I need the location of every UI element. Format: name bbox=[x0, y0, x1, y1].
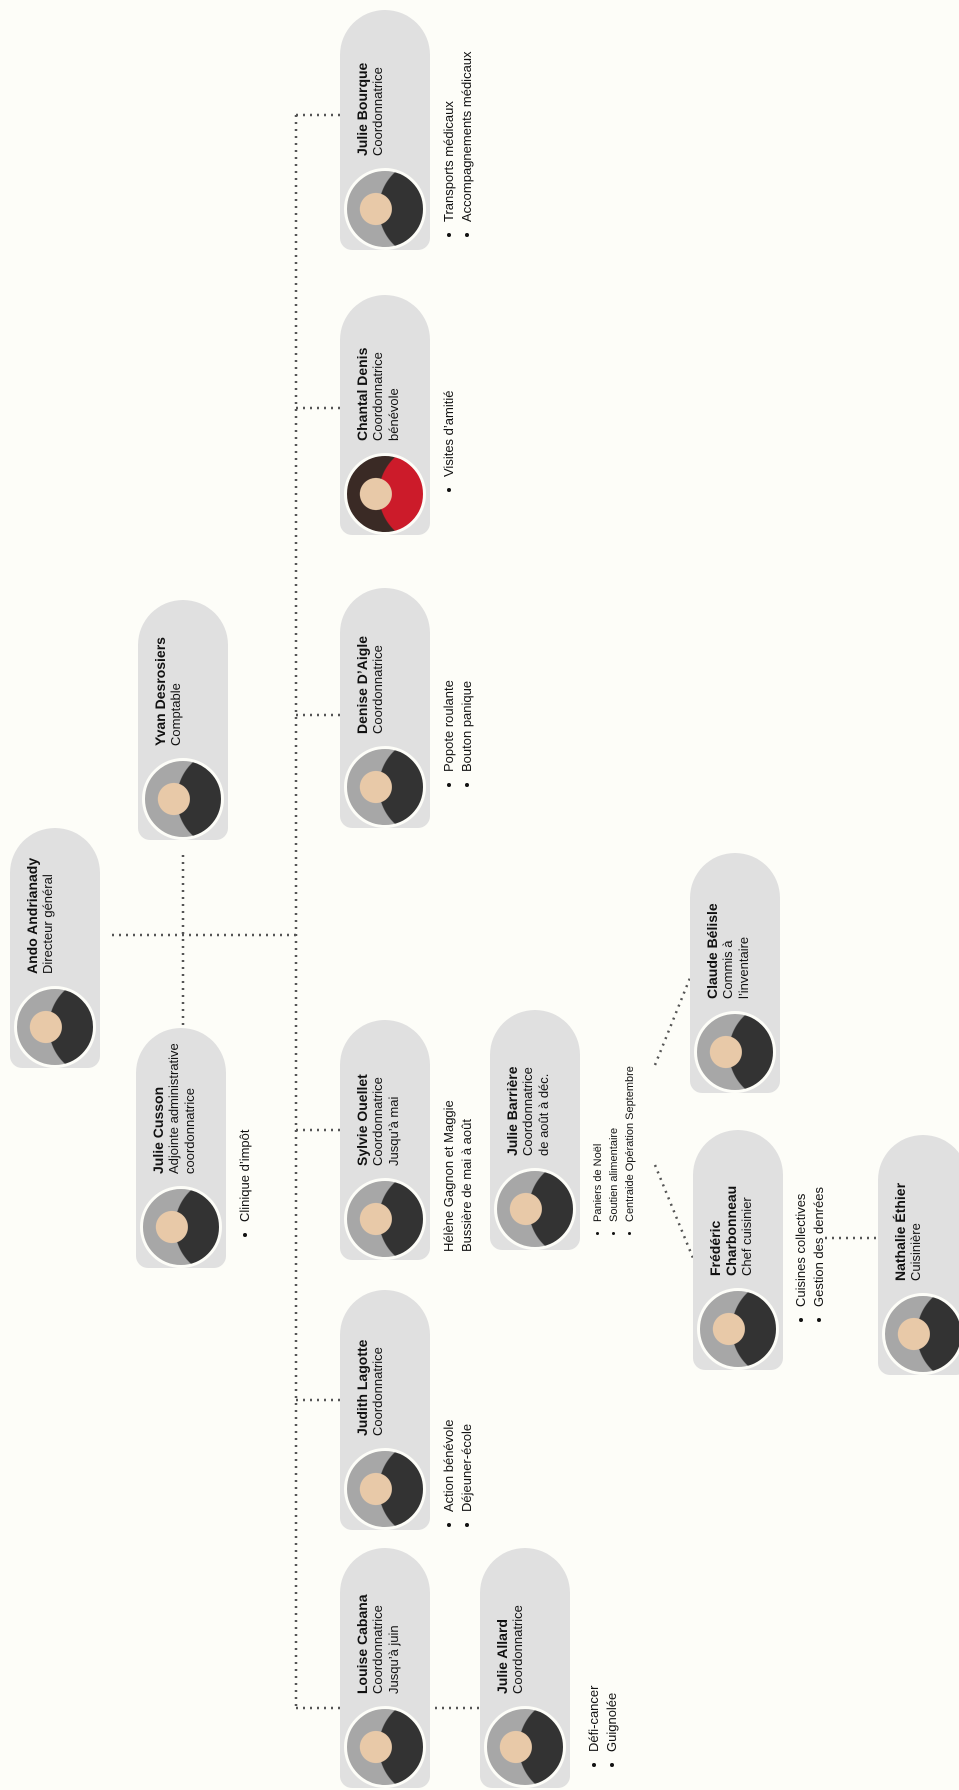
avatar bbox=[142, 758, 224, 840]
person-role: Coordonnatrice bénévole bbox=[370, 352, 401, 441]
avatar bbox=[344, 1448, 426, 1530]
connector-claude bbox=[653, 977, 692, 1066]
person-name: Frédéric Charbonneau bbox=[707, 1185, 739, 1276]
avatar bbox=[344, 1706, 426, 1788]
note-item: Accompagnements médicaux bbox=[458, 51, 476, 222]
person-name: Judith Lagotte bbox=[354, 1339, 370, 1436]
note-item: Transports médicaux bbox=[440, 51, 458, 222]
avatar bbox=[344, 746, 426, 828]
note-item: Centraide Opération Septembre bbox=[622, 1066, 638, 1222]
person-role: Coordonnatrice bbox=[510, 1605, 525, 1694]
person-role: Comptable bbox=[168, 683, 183, 746]
note-item: Action bénévole bbox=[440, 1419, 458, 1512]
person-role: Coordonnatrice de août à déc. bbox=[520, 1067, 551, 1156]
avatar bbox=[484, 1706, 566, 1788]
person-role: Chef cuisinier bbox=[739, 1197, 754, 1276]
person-name: Julie Barrière bbox=[504, 1066, 520, 1157]
note-item: Popote roulante bbox=[440, 680, 458, 772]
avatar bbox=[344, 453, 426, 535]
note-frederic-charbonneau: Cuisines collectivesGestion des denrées bbox=[792, 1187, 828, 1325]
person-name: Denise D’Aigle bbox=[354, 635, 370, 734]
person-role: Cuisinière bbox=[908, 1223, 923, 1281]
avatar bbox=[697, 1288, 779, 1370]
note-julie-allard: Défi-cancerGuignolée bbox=[585, 1686, 621, 1770]
person-role: Coordonnatrice Jusqu’à mai bbox=[370, 1077, 401, 1166]
person-role: Coordonnatrice bbox=[370, 67, 385, 156]
note-item: Soutien alimentaire bbox=[606, 1066, 622, 1222]
person-role: Coordonnatrice Jusqu’à juin bbox=[370, 1605, 401, 1694]
note-chantal-denis: Visites d’amitié bbox=[440, 391, 458, 495]
person-role: Directeur général bbox=[40, 874, 55, 974]
person-role: Adjointe administrative coordonnatrice bbox=[166, 1043, 197, 1174]
person-name: Claude Bélisle bbox=[704, 903, 720, 999]
note-julie-bourque: Transports médicauxAccompagnements médic… bbox=[440, 51, 476, 240]
avatar bbox=[344, 1178, 426, 1260]
person-name: Ando Andrianady bbox=[24, 857, 40, 974]
note-item: Paniers de Noël bbox=[590, 1066, 606, 1222]
note-item: Déjeuner-école bbox=[458, 1419, 476, 1512]
note-item: Guignolée bbox=[603, 1686, 621, 1752]
person-name: Julie Bourque bbox=[354, 62, 370, 156]
note-item: Visites d’amitié bbox=[440, 391, 458, 477]
avatar bbox=[694, 1011, 776, 1093]
person-role: Commis à l’inventaire bbox=[720, 936, 751, 999]
connector-frederic bbox=[653, 1164, 695, 1259]
note-denise-daigle: Popote roulanteBouton panique bbox=[440, 680, 476, 790]
note-text: Hélène Gagnon et Maggie Bussière de mai … bbox=[441, 1100, 474, 1252]
note-item: Bouton panique bbox=[458, 680, 476, 772]
person-role: Coordonnatrice bbox=[370, 1347, 385, 1436]
avatar bbox=[140, 1186, 222, 1268]
avatar bbox=[494, 1168, 576, 1250]
person-name: Julie Cusson bbox=[150, 1086, 166, 1174]
avatar bbox=[344, 168, 426, 250]
note-item: Clinique d’impôt bbox=[236, 1130, 254, 1223]
note-julie-cusson: Clinique d’impôt bbox=[236, 1130, 254, 1241]
avatar bbox=[882, 1293, 959, 1375]
note-item: Défi-cancer bbox=[585, 1686, 603, 1752]
note-item: Gestion des denrées bbox=[810, 1187, 828, 1307]
note-judith-lagotte: Action bénévoleDéjeuner-école bbox=[440, 1419, 476, 1530]
note-julie-barriere: Paniers de NoëlSoutien alimentaireCentra… bbox=[590, 1066, 638, 1240]
person-name: Louise Cabana bbox=[354, 1594, 370, 1694]
avatar bbox=[14, 986, 96, 1068]
person-role: Coordonnatrice bbox=[370, 645, 385, 734]
note-item: Cuisines collectives bbox=[792, 1187, 810, 1307]
person-name: Chantal Denis bbox=[354, 347, 370, 441]
person-name: Sylvie Ouellet bbox=[354, 1074, 370, 1166]
person-name: Nathalie Éthier bbox=[892, 1182, 908, 1281]
person-name: Julie Allard bbox=[494, 1619, 510, 1694]
person-name: Yvan Desrosiers bbox=[152, 637, 168, 746]
note-sylvie-ouellet: Hélène Gagnon et Maggie Bussière de mai … bbox=[440, 1100, 476, 1252]
